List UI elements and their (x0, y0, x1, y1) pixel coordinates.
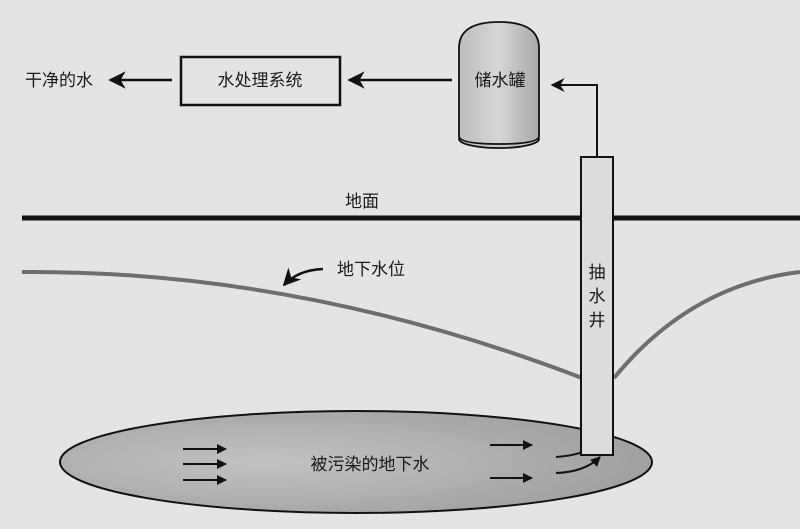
storage-tank (458, 21, 540, 149)
treatment-system-label: 水处理系统 (218, 71, 303, 91)
well-to-tank-pipe (550, 78, 598, 157)
water-table-label: 地下水位 (337, 260, 405, 280)
ground-label: 地面 (345, 192, 379, 212)
well-label-char-2: 水 (589, 287, 606, 307)
flow-arrows (183, 440, 601, 485)
water-table-curve-right (612, 270, 800, 380)
extraction-well (580, 156, 614, 456)
well-label-char-3: 井 (589, 311, 606, 331)
water-table-curve-left (21, 269, 583, 380)
well-label-char-1: 抽 (589, 263, 606, 283)
storage-tank-label: 储水罐 (475, 71, 526, 91)
treatment-system-box (179, 55, 342, 107)
clean-water-label: 干净的水 (25, 71, 93, 91)
water-table-pointer-arrow (282, 267, 324, 287)
contaminated-groundwater-label: 被污染的地下水 (311, 455, 430, 475)
contaminated-plume (59, 410, 653, 514)
